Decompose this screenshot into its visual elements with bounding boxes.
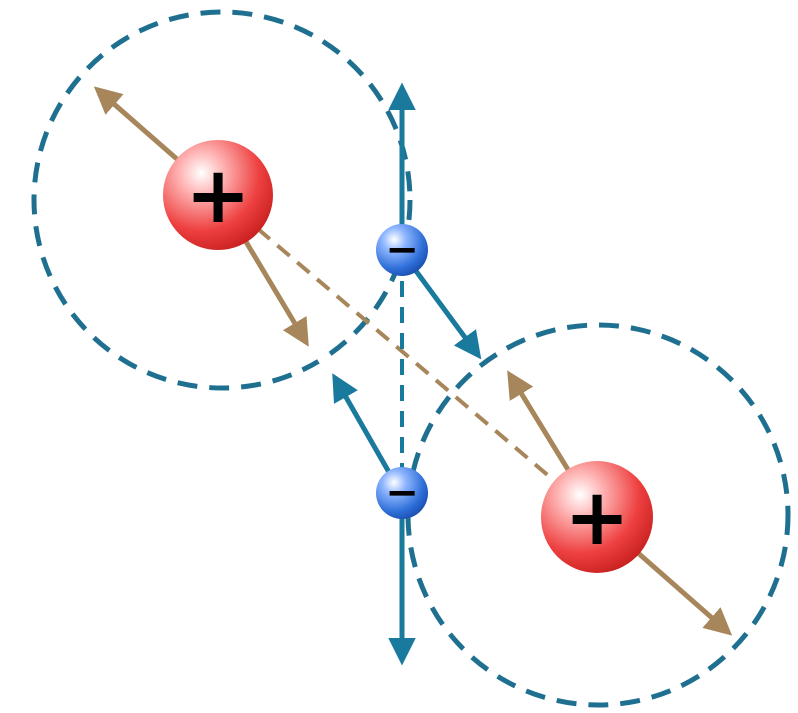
nucleus-nucleus-link [216, 193, 599, 519]
electron-lower-sign: − [385, 470, 419, 516]
nucleus-left-sign: + [185, 151, 250, 241]
electron-upper: − [376, 224, 428, 276]
orbit-right [405, 322, 791, 708]
nucleus-left: + [163, 140, 273, 250]
electron-upper-sign: − [385, 227, 419, 273]
electron-lower: − [376, 467, 428, 519]
orbit-left [31, 9, 413, 391]
nucleus-right: + [541, 461, 653, 573]
nucleus-right-sign: + [564, 473, 629, 563]
